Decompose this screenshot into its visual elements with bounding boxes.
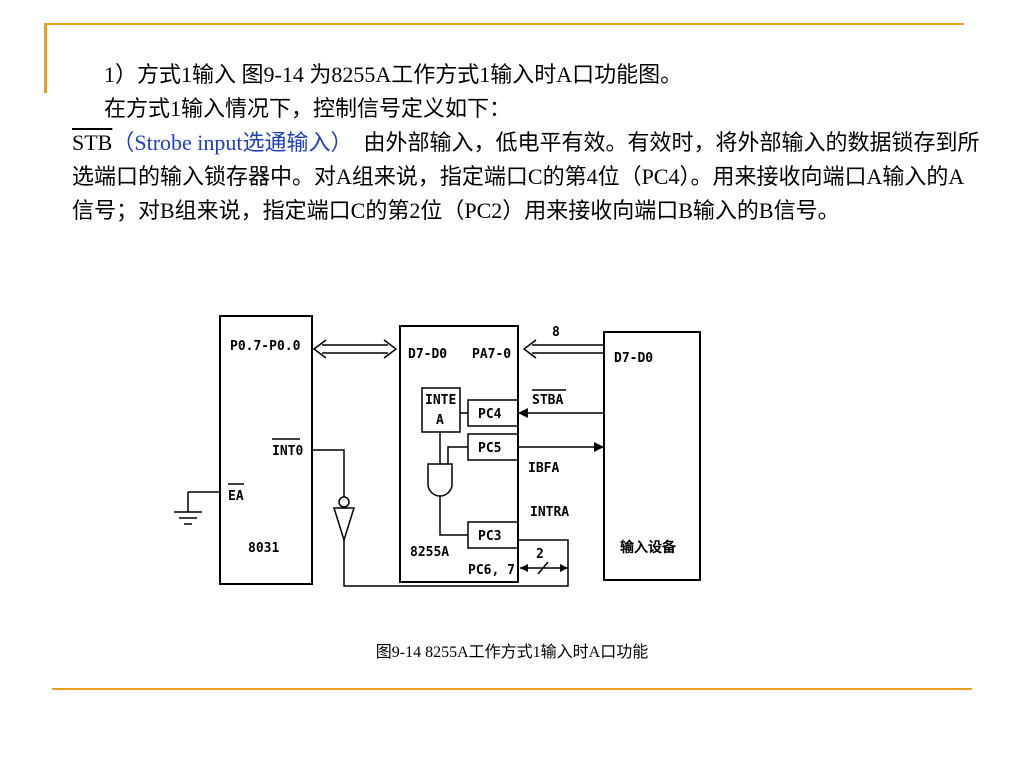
bus-width-bottom: 2 — [536, 547, 544, 562]
cpu-name-label: 8031 — [248, 541, 279, 556]
top-decoration-line — [44, 23, 964, 25]
pc4-label: PC4 — [478, 407, 502, 422]
stb-meaning: （Strobe input选通输入） — [112, 130, 353, 155]
cpu-int-label: INT0 — [272, 444, 303, 459]
stb-paragraph: STB（Strobe input选通输入） 由外部输入，低电平有效。有效时，将外… — [72, 126, 984, 228]
circuit-diagram: P0.7-P0.0 INT0 EA 8031 D7-D0 PA7-0 INTE … — [174, 315, 701, 587]
cpu-bus-label: P0.7-P0.0 — [230, 339, 301, 354]
inte-label: INTE — [425, 393, 456, 408]
inte-a-box — [421, 387, 461, 433]
stba-label: STBA — [532, 393, 563, 408]
and-gate — [427, 463, 453, 497]
pc5-to-gate-wire — [447, 446, 468, 464]
pc67-arrow-right — [560, 564, 568, 572]
int0-wire — [312, 449, 345, 497]
input-device-box — [603, 331, 701, 581]
device-data-label: D7-D0 — [614, 351, 653, 366]
left-decoration-line — [44, 23, 47, 93]
data-bus-arrow-left — [312, 339, 398, 359]
body-text: 1）方式1输入 图9-14 为8255A工作方式1输入时A口功能图。 在方式1输… — [72, 58, 984, 228]
ppi-port-label: PA7-0 — [472, 347, 511, 362]
inte-a-label: A — [436, 413, 444, 428]
intra-label: INTRA — [530, 505, 569, 520]
inverter-bubble — [338, 496, 350, 508]
ibfa-label: IBFA — [528, 461, 559, 476]
intro-line-2: 在方式1输入情况下，控制信号定义如下： — [104, 96, 512, 121]
figure-caption: 图9-14 8255A工作方式1输入时A口功能 — [375, 644, 649, 661]
bottom-decoration-line — [52, 688, 972, 690]
stb-signal-name: STB — [72, 130, 113, 155]
ibfa-arrowhead — [594, 442, 604, 452]
stba-arrowhead — [518, 408, 528, 418]
inverter-gate — [332, 507, 356, 543]
pc3-label: PC3 — [478, 529, 501, 544]
ppi-name-label: 8255A — [410, 545, 449, 560]
pc67-label: PC6, 7 — [468, 563, 515, 578]
intro-line-1: 1）方式1输入 图9-14 为8255A工作方式1输入时A口功能图。 — [104, 62, 683, 87]
bus-width-top: 8 — [552, 325, 560, 340]
ground-symbol — [174, 491, 220, 525]
pc5-label: PC5 — [478, 441, 501, 456]
stb-description: 由外部输入，低电平有效。有效时，将外部输入的数据锁存到所选端口的输入锁存器中。对… — [72, 130, 980, 223]
intra-feedback-wire — [343, 539, 569, 587]
ppi-data-label: D7-D0 — [408, 347, 447, 362]
pc67-slash — [537, 561, 549, 575]
device-name-label: 输入设备 — [620, 539, 677, 556]
gate-to-pc3-wire — [439, 496, 468, 536]
port-bus-arrow — [522, 339, 604, 359]
pc67-arrow-left — [520, 564, 528, 572]
cpu-ea-label: EA — [228, 489, 244, 504]
